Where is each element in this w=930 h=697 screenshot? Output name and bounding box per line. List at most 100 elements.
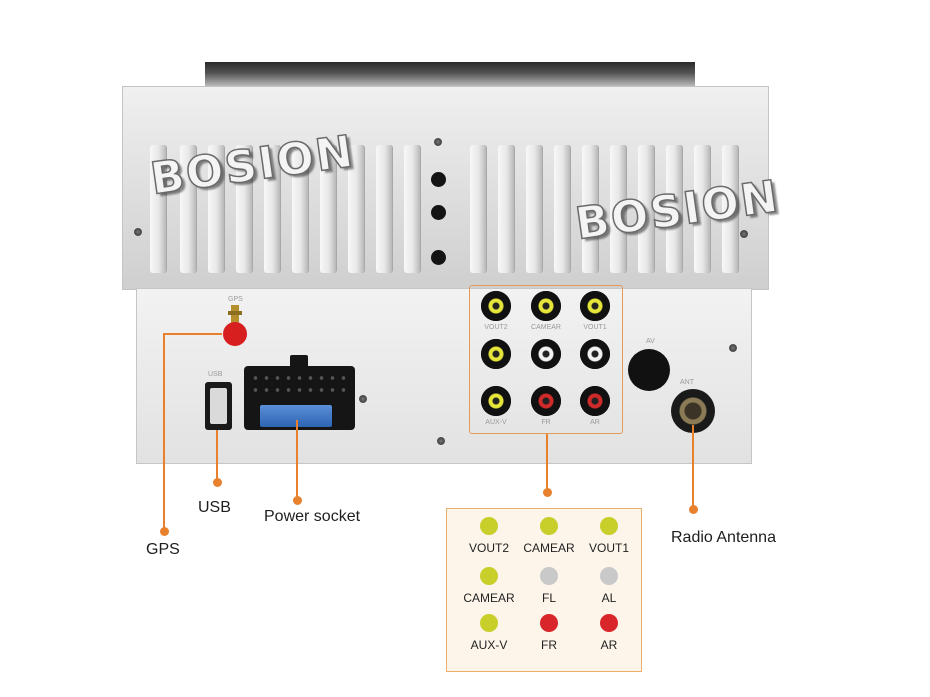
legend-item: AR [577, 614, 641, 652]
heatsink-fin [470, 145, 486, 273]
rca-jack [531, 386, 561, 416]
legend-label: AR [600, 638, 618, 652]
heatsink-fin [348, 145, 364, 273]
vent-hole [431, 250, 446, 265]
legend-label: CAMEAR [523, 541, 575, 555]
usb-callout-label: USB [198, 499, 231, 516]
legend-dot [480, 517, 498, 535]
heatsink-fin [554, 145, 570, 273]
gps-callout-line [163, 333, 165, 531]
rca-tiny-label: CAMEAR [531, 324, 561, 331]
heatsink-fin [582, 145, 598, 273]
rca-callout-line [546, 434, 548, 492]
heatsink-fin [292, 145, 308, 273]
rca-tiny-label: AR [590, 419, 600, 426]
heatsink-fin [376, 145, 392, 273]
antenna-tiny-label: ANT [680, 379, 694, 386]
heatsink-fin [666, 145, 682, 273]
rca-tiny-label: FR [541, 419, 551, 426]
legend-dot [540, 517, 558, 535]
aux-port [628, 349, 670, 391]
power-socket-pins [250, 372, 349, 398]
heatsink-fins [150, 145, 740, 275]
rca-jack [531, 291, 561, 321]
legend-item: AUX-V [457, 614, 521, 652]
heatsink-fin [498, 145, 514, 273]
heatsink-fin [264, 145, 280, 273]
rca-jack [531, 339, 561, 369]
legend-item: VOUT2 [457, 517, 521, 555]
vent-hole [431, 172, 446, 187]
power-socket-tab [290, 355, 308, 369]
screw [359, 395, 367, 403]
heatsink-fin [208, 145, 224, 273]
rca-tiny-label: AUX-V [485, 419, 507, 426]
usb-callout-line [216, 430, 218, 482]
usb-callout-dot [213, 478, 222, 487]
screw [437, 437, 445, 445]
heatsink-fin [610, 145, 626, 273]
legend-item: CAMEAR [457, 567, 521, 605]
legend-item: FR [517, 614, 581, 652]
legend-item: CAMEAR [517, 517, 581, 555]
legend-dot [480, 567, 498, 585]
gps-tiny-label: GPS [228, 296, 243, 303]
legend-item: VOUT1 [577, 517, 641, 555]
usb-port [205, 382, 232, 430]
rca-jack [580, 386, 610, 416]
rca-callout-dot [543, 488, 552, 497]
rca-jack [481, 339, 511, 369]
legend-label: FR [541, 638, 557, 652]
legend-dot [600, 517, 618, 535]
rca-jack [580, 291, 610, 321]
rca-panel [469, 285, 623, 434]
heatsink-fin [150, 145, 166, 273]
legend-dot [600, 567, 618, 585]
legend-label: CAMEAR [463, 591, 515, 605]
antenna-callout-dot [689, 505, 698, 514]
heatsink-fin [638, 145, 654, 273]
screw [434, 138, 442, 146]
legend-label: AUX-V [470, 638, 508, 652]
rca-tiny-label: VOUT1 [583, 324, 607, 331]
heatsink-fin [320, 145, 336, 273]
legend-label: FL [541, 591, 556, 605]
screw [740, 230, 748, 238]
power-callout-dot [293, 496, 302, 505]
gps-connector [223, 305, 247, 346]
gps-callout-dot [160, 527, 169, 536]
power-callout-line [296, 420, 298, 500]
screw [134, 228, 142, 236]
antenna-callout-label: Radio Antenna [671, 529, 776, 546]
usb-tiny-label: USB [208, 371, 223, 378]
rca-jack [481, 291, 511, 321]
aux-tiny-label: AV [646, 338, 655, 345]
rca-color-legend: VOUT2 CAMEAR VOUT1 CAMEAR FL AL AUX-V F [446, 508, 642, 672]
vent-hole [431, 205, 446, 220]
rca-jack [580, 339, 610, 369]
legend-dot [600, 614, 618, 632]
power-callout-label: Power socket [264, 508, 361, 525]
screw [729, 344, 737, 352]
legend-label: VOUT2 [468, 541, 509, 555]
heatsink-fin [236, 145, 252, 273]
heatsink-fin [180, 145, 196, 273]
gps-callout-line [163, 333, 222, 335]
legend-dot [540, 614, 558, 632]
antenna-callout-line [692, 425, 694, 509]
heatsink-fin [404, 145, 420, 273]
legend-label: AL [601, 591, 617, 605]
legend-label: VOUT1 [588, 541, 629, 555]
legend-item: AL [577, 567, 641, 605]
rca-jack [481, 386, 511, 416]
device-top-rim [205, 62, 695, 90]
gps-callout-label: GPS [146, 541, 180, 558]
heatsink-fin [722, 145, 738, 273]
heatsink-fin [694, 145, 710, 273]
legend-item: FL [517, 567, 581, 605]
rca-tiny-label: VOUT2 [484, 324, 508, 331]
power-socket-fuse [260, 405, 332, 427]
legend-dot [480, 614, 498, 632]
heatsink-fin [526, 145, 542, 273]
